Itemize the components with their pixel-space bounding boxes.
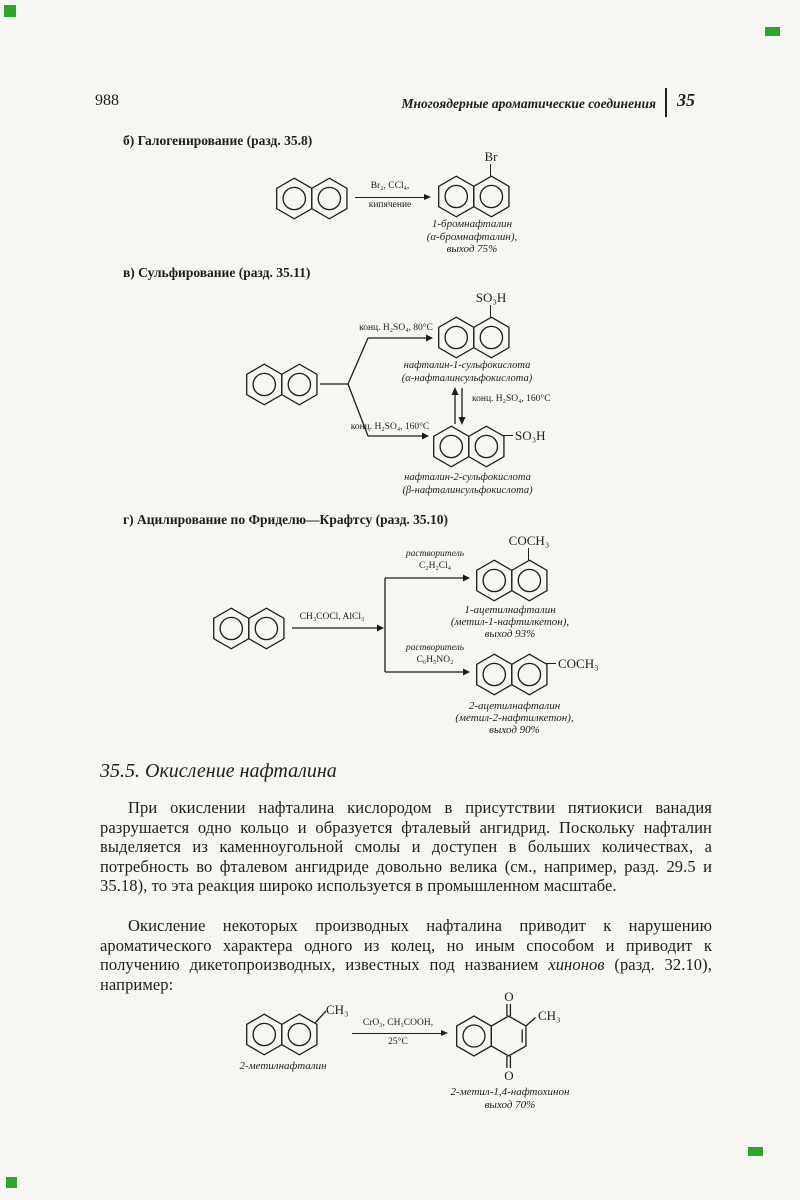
- substituent-bond: [528, 548, 530, 560]
- naphthalene-1-sulfonic-structure: [438, 316, 510, 359]
- scan-artifact: [6, 1177, 17, 1188]
- product-alt-name: (α-бромнафталин),: [426, 230, 518, 243]
- acylation-branch-arrows: [292, 574, 470, 676]
- methyl-substituent-label: CH₃: [538, 1008, 561, 1023]
- scan-artifact: [4, 5, 16, 17]
- product-yield: выход 70%: [484, 1098, 536, 1111]
- product-name: нафталин-2-сульфокислота: [404, 472, 531, 483]
- methylnaphthalene-structure: [246, 1013, 318, 1056]
- product-yield: выход 90%: [489, 724, 540, 736]
- term-quinones: хинонов: [548, 955, 605, 975]
- product-alt-name: (метил-2-нафтилкетон),: [455, 712, 574, 724]
- bromonaphthalene-structure: [438, 175, 510, 218]
- acetylnaphthalene-1-structure: [476, 559, 548, 602]
- sulfo-substituent-label: SO₃H: [475, 290, 507, 305]
- reactant-caption: 2-метилнафталин: [239, 1060, 327, 1072]
- body-paragraph-1: При окислении нафталина кислородом в при…: [100, 798, 712, 896]
- methyl-substituent-label: CH₃: [326, 1002, 349, 1017]
- solvent-word-bottom: растворитель: [405, 643, 465, 653]
- substituent-bond: [490, 164, 492, 176]
- temperature-label: 25°C: [388, 1037, 408, 1047]
- condition-label-bottom: конц. H₂SO₄, 160°C: [350, 422, 430, 432]
- oxygen-top-label: O: [504, 989, 514, 1004]
- product1-caption: 1-ацетилнафталин (метил-1-нафтилкетон), …: [420, 604, 600, 640]
- acetylnaphthalene-2-structure: [476, 653, 548, 696]
- product1-caption: нафталин-1-сульфокислота (α-нафталинсуль…: [372, 360, 562, 385]
- substituent-bond: [490, 305, 492, 317]
- scan-artifact: [748, 1147, 763, 1156]
- solvent-formula-bottom: C₆H₅NO₂: [416, 655, 454, 665]
- reaction-arrow: [355, 192, 431, 201]
- quinone-caption: 2-метил-1,4-нафтохинон выход 70%: [405, 1086, 615, 1111]
- acylation-heading: г) Ацилирование по Фриделю—Крафтсу (разд…: [123, 512, 449, 527]
- product2-caption: 2-ацетилнафталин (метил-2-нафтилкетон), …: [422, 700, 607, 736]
- reagent-label: CH₃COCl, AlCl₃: [299, 612, 365, 622]
- product-caption: 1-бромнафталин (α-бромнафталин), выход 7…: [392, 218, 552, 256]
- solvent-formula-top: C₂H₂Cl₄: [418, 561, 452, 571]
- naphthalene-structure: [213, 607, 285, 650]
- product-name: нафталин-1-сульфокислота: [403, 360, 531, 371]
- methyl-bond: [314, 1010, 327, 1024]
- condition-label: кипячение: [368, 200, 412, 210]
- reaction-arrow: [352, 1028, 448, 1037]
- product2-caption: нафталин-2-сульфокислота (β-нафталинсуль…: [370, 472, 565, 497]
- scan-artifact: [765, 27, 780, 36]
- bromine-substituent-label: Br: [484, 149, 498, 164]
- sulfo-substituent-label: SO₃H: [515, 428, 546, 443]
- naphthalene-2-sulfonic-structure: [433, 425, 505, 468]
- body-paragraph-2: Окисление некоторых производных нафталин…: [100, 916, 712, 994]
- equilibrium-condition-label: конц. H₂SO₄, 160°C: [472, 394, 551, 404]
- substituent-bond: [546, 663, 556, 665]
- product-yield: выход 75%: [446, 243, 498, 255]
- naphthoquinone-structure: [456, 1004, 536, 1068]
- section-heading: 35.5. Окисление нафталина: [100, 760, 337, 782]
- product-name: 2-ацетилнафталин: [468, 700, 561, 712]
- oxidant-label: CrO₃, CH₃COOH,: [362, 1018, 434, 1028]
- header-divider: [665, 88, 667, 117]
- halogenation-heading: б) Галогенирование (разд. 35.8): [123, 133, 313, 148]
- paragraph-text: (разд. 32.10), например:: [100, 955, 712, 994]
- running-title: Многоядерные ароматические соединения: [401, 96, 657, 111]
- solvent-word-top: растворитель: [405, 549, 465, 559]
- chapter-number: 35: [677, 90, 695, 110]
- naphthalene-structure: [276, 177, 348, 220]
- product-yield: выход 93%: [484, 628, 536, 640]
- substituent-bond: [503, 435, 513, 437]
- paragraph-text: Окисление некоторых производных нафталин…: [100, 916, 712, 975]
- product-alt-name: (метил-1-нафтилкетон),: [450, 616, 570, 628]
- condition-label-top: конц. H₂SO₄, 80°C: [359, 323, 433, 333]
- sulfonation-branch-arrows: [320, 334, 433, 440]
- naphthalene-structure: [246, 363, 318, 406]
- reagent-label: Br₂, CCl₄,: [370, 181, 410, 191]
- product-alt-name: (β-нафталинсульфокислота): [402, 484, 533, 496]
- oxygen-bottom-label: O: [504, 1068, 514, 1083]
- equilibrium-arrows: [451, 387, 466, 425]
- sulfonation-heading: в) Сульфирование (разд. 35.11): [123, 265, 311, 280]
- product-name: 1-бромнафталин: [431, 218, 513, 230]
- acetyl-substituent-label: COCH₃: [508, 533, 550, 548]
- product-name: 1-ацетилнафталин: [464, 604, 556, 616]
- product-alt-name: (α-нафталинсульфокислота): [401, 372, 533, 384]
- page-number: 988: [95, 92, 119, 109]
- product-name: 2-метил-1,4-нафтохинон: [450, 1086, 570, 1098]
- acetyl-substituent-label: COCH₃: [558, 656, 599, 671]
